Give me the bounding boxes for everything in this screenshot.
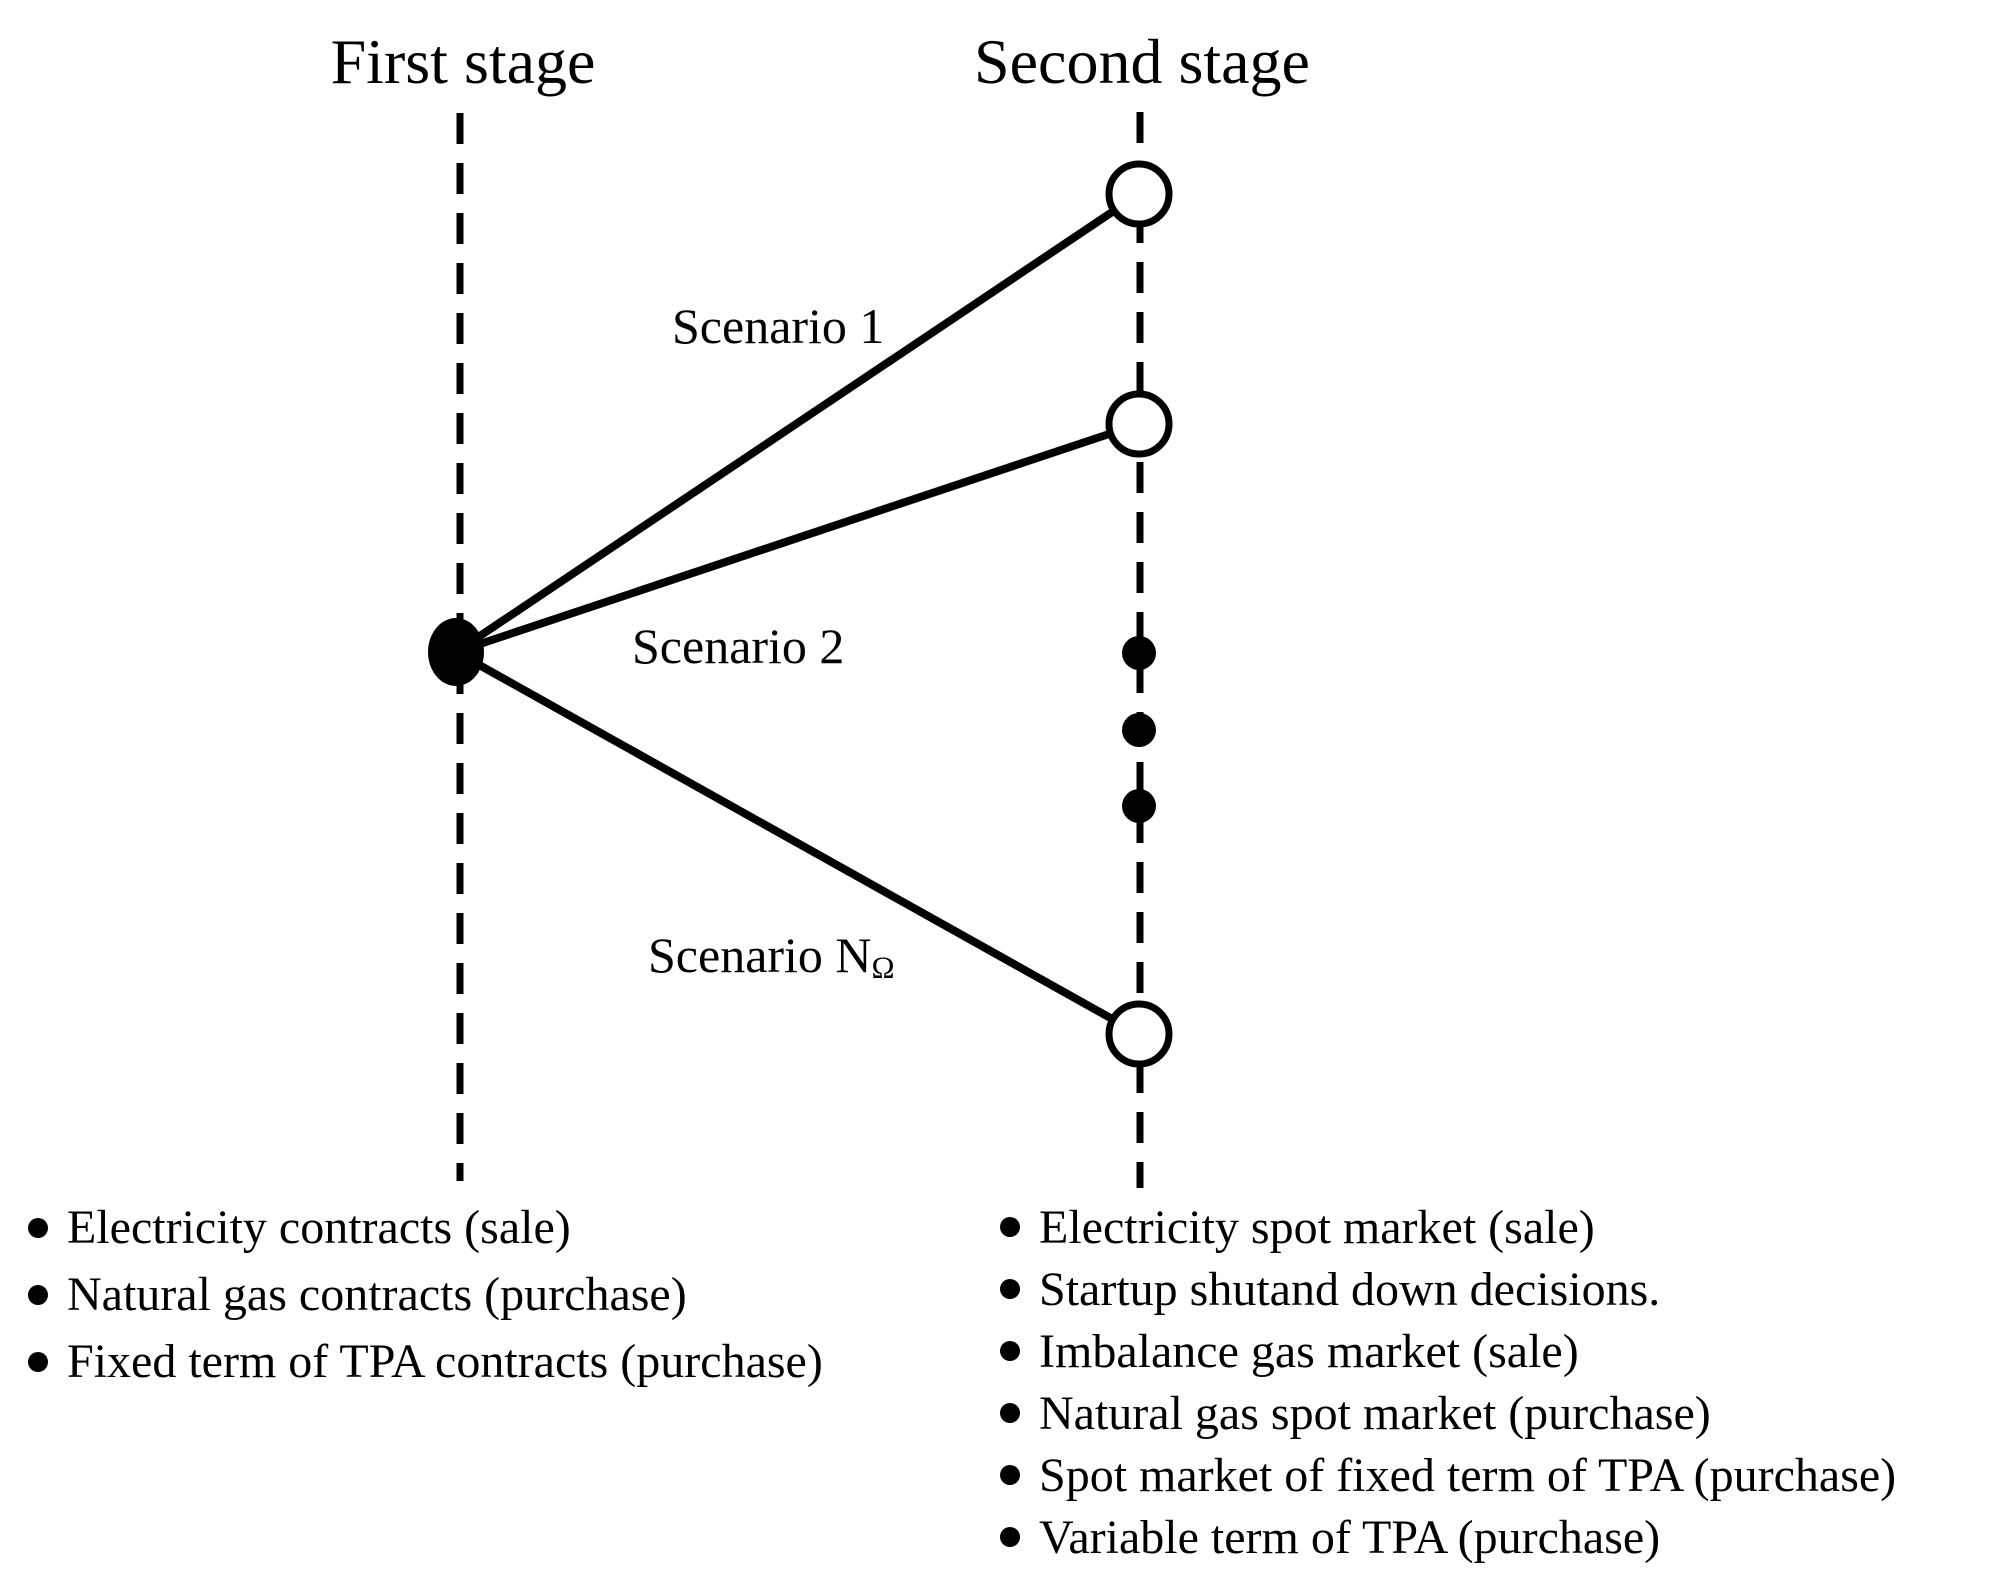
list-item: Fixed term of TPA contracts (purchase) <box>28 1328 823 1395</box>
bullet-icon <box>1000 1527 1020 1547</box>
scenario-n-label-subscript: Ω <box>871 949 895 985</box>
second-stage-decisions-list: Electricity spot market (sale) Startup s… <box>1000 1196 1896 1568</box>
scenario-1-label: Scenario 1 <box>672 298 885 354</box>
list-item: Variable term of TPA (purchase) <box>1000 1506 1896 1568</box>
list-item: Natural gas spot market (purchase) <box>1000 1382 1896 1444</box>
bullet-icon <box>1000 1341 1020 1361</box>
ellipsis-dot-3 <box>1122 789 1156 823</box>
scenario-1-node <box>1105 160 1173 228</box>
bullet-icon <box>1000 1465 1020 1485</box>
scenario-2-branch <box>454 420 1141 656</box>
bullet-icon <box>1000 1279 1020 1299</box>
scenario-n-label-main: Scenario N <box>648 927 872 983</box>
list-item: Spot market of fixed term of TPA (purcha… <box>1000 1444 1896 1506</box>
root-node <box>428 618 484 686</box>
bullet-icon <box>1000 1217 1020 1237</box>
list-item: Imbalance gas market (sale) <box>1000 1320 1896 1382</box>
bullet-icon <box>28 1217 48 1238</box>
scenario-n-node <box>1105 1000 1173 1068</box>
bullet-icon <box>28 1351 48 1372</box>
scenario-1-branch <box>453 190 1142 656</box>
second-stage-title: Second stage <box>974 26 1310 97</box>
first-stage-decisions-list: Electricity contracts (sale) Natural gas… <box>28 1194 823 1395</box>
scenario-n-label: Scenario NΩ <box>648 927 895 983</box>
list-item: Startup shutand down decisions. <box>1000 1258 1896 1320</box>
list-item: Electricity contracts (sale) <box>28 1194 823 1261</box>
list-item: Electricity spot market (sale) <box>1000 1196 1896 1258</box>
bullet-icon <box>1000 1403 1020 1423</box>
scenario-2-node <box>1105 390 1173 458</box>
ellipsis-dot-1 <box>1122 636 1156 670</box>
first-stage-title: First stage <box>330 26 596 97</box>
ellipsis-dot-2 <box>1122 713 1156 747</box>
scenario-n-branch <box>454 648 1141 1038</box>
scenario-2-label: Scenario 2 <box>632 618 845 674</box>
bullet-icon <box>28 1284 48 1305</box>
list-item: Natural gas contracts (purchase) <box>28 1261 823 1328</box>
